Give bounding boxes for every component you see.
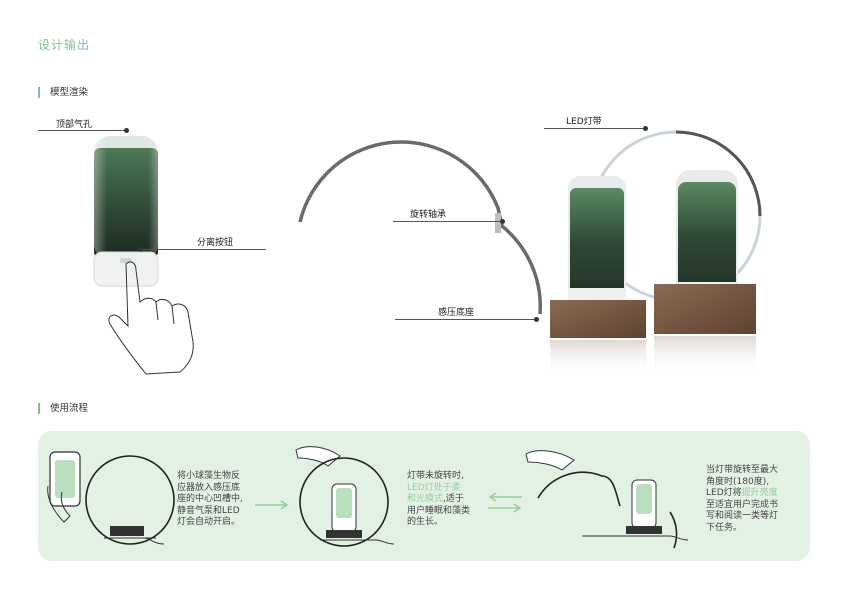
step3-line: 当灯带旋转至最大 bbox=[706, 465, 779, 475]
device-render-right bbox=[550, 130, 762, 376]
leader-top-vent bbox=[38, 130, 126, 131]
section-title-flow: 使用流程 bbox=[38, 403, 88, 414]
step3-line-start: LED灯将 bbox=[706, 488, 742, 498]
section-title-render: 模型渲染 bbox=[38, 87, 88, 98]
step2-line: 灯带未旋转时, bbox=[407, 471, 464, 481]
dot-top-vent bbox=[124, 128, 129, 133]
dot-led-strip bbox=[643, 126, 648, 131]
step1-line: 座的中心凹槽中, bbox=[177, 494, 243, 504]
step2-text: 灯带未旋转时, LED灯处于柔 和光模式,适于 用户睡眠和藻类 的生长。 bbox=[407, 471, 470, 529]
step1-text: 将小球藻生物反 应器放入感压底 座的中心凹槽中, 静音气泵和LED 灯会自动开启… bbox=[177, 471, 243, 529]
step3-illustration bbox=[525, 450, 689, 549]
double-arrow-icon bbox=[488, 492, 522, 513]
leader-release-button bbox=[140, 249, 266, 250]
step2-illustration bbox=[295, 446, 395, 547]
step2-highlight: LED灯处于柔 bbox=[407, 482, 461, 493]
step2-line: 和光模式,适于 bbox=[407, 494, 470, 506]
step2-line-rest: ,适于 bbox=[443, 494, 464, 504]
leader-rotation-bearing bbox=[393, 221, 505, 222]
leader-led-strip bbox=[544, 128, 646, 129]
hand-drawing bbox=[108, 261, 194, 375]
step3-line: 至适宜用户完成书 bbox=[706, 499, 779, 510]
rotation-ring-render bbox=[298, 140, 543, 315]
step3-text: 当灯带旋转至最大 角度时(180度), LED灯将提升亮度 至适宜用户完成书 写… bbox=[706, 465, 778, 534]
step2-line: 的生长。 bbox=[407, 517, 444, 527]
step2-line: 用户睡眠和藻类 bbox=[407, 505, 471, 516]
dot-pressure-base bbox=[534, 317, 539, 322]
step3-line: LED灯将提升亮度 bbox=[706, 488, 778, 500]
callout-release-button: 分离按钮 bbox=[197, 238, 234, 248]
step3-line: 角度时(180度), bbox=[706, 476, 770, 487]
step1-line: 应器放入感压底 bbox=[177, 482, 241, 493]
callout-top-vent: 顶部气孔 bbox=[56, 120, 93, 130]
step2-highlight: 和光模式 bbox=[407, 494, 444, 504]
step3-highlight: 提升亮度 bbox=[741, 488, 778, 498]
page-title: 设计输出 bbox=[38, 38, 91, 52]
step1-line: 灯会自动开启。 bbox=[177, 517, 241, 527]
step1-line: 将小球藻生物反 bbox=[177, 471, 241, 481]
step1-line: 静音气泵和LED bbox=[177, 505, 240, 516]
leader-pressure-base bbox=[395, 319, 537, 320]
step3-line: 写和阅读一类等灯 bbox=[706, 511, 779, 521]
dot-release-button bbox=[138, 247, 143, 252]
arrow-right-icon bbox=[255, 500, 289, 510]
callout-led-strip: LED灯带 bbox=[566, 117, 602, 127]
callout-pressure-base: 感压底座 bbox=[438, 308, 475, 318]
dot-rotation-bearing bbox=[500, 219, 505, 224]
step3-line: 下任务。 bbox=[706, 522, 743, 533]
step1-illustration bbox=[47, 451, 175, 545]
callout-rotation-bearing: 旋转轴承 bbox=[410, 210, 447, 220]
